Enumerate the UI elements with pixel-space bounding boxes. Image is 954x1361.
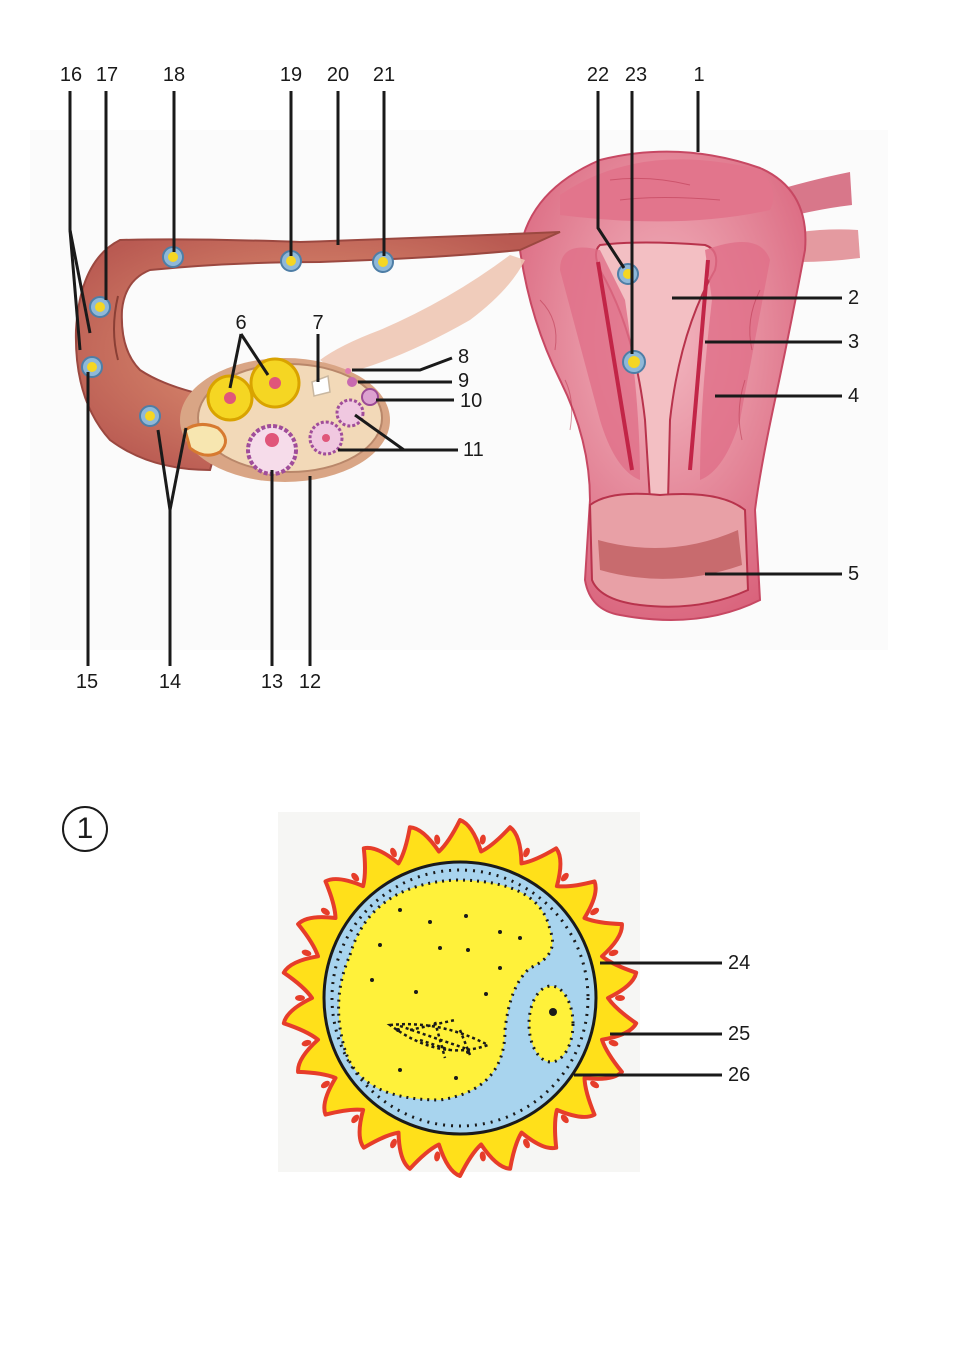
leader-lines: [68, 91, 842, 666]
corona-cell-nucleus: [590, 907, 600, 916]
label-1: 1: [693, 64, 705, 86]
corona-cells: [295, 834, 625, 1162]
corona-cell-nucleus: [434, 834, 441, 845]
corona-cell-nucleus: [608, 1039, 619, 1047]
corona-cell-nucleus: [295, 995, 305, 1001]
label-18: 18: [162, 64, 186, 86]
label-20: 20: [326, 64, 350, 86]
label-23: 23: [624, 64, 648, 86]
label-21: 21: [372, 64, 396, 86]
figure-number-marker: 1: [62, 806, 108, 852]
oocyte-leader-lines: [574, 961, 722, 1077]
label-22: 22: [586, 64, 610, 86]
corona-cell-nucleus: [351, 872, 360, 882]
label-6: 6: [235, 312, 247, 334]
label-13: 13: [260, 671, 284, 693]
corona-cell-nucleus: [479, 834, 486, 845]
label-10: 10: [460, 390, 483, 412]
label-4: 4: [848, 385, 860, 407]
label-24: 24: [728, 952, 751, 974]
label-12: 12: [298, 671, 322, 693]
corona-cell-nucleus: [523, 1138, 530, 1149]
corona-cell-nucleus: [479, 1151, 486, 1162]
corona-cell-nucleus: [320, 907, 330, 916]
corona-cell-nucleus: [560, 872, 569, 882]
oocyte-illustration: [281, 818, 639, 1178]
corona-cell-nucleus: [301, 1039, 312, 1047]
label-9: 9: [458, 370, 470, 392]
corona-cell-nucleus: [560, 1114, 569, 1124]
corona-cell-nucleus: [523, 847, 530, 858]
label-3: 3: [848, 331, 860, 353]
label-17: 17: [95, 64, 119, 86]
corona-cell-nucleus: [390, 847, 397, 858]
corona-cell-nucleus: [434, 1151, 441, 1162]
ovary: [180, 357, 390, 482]
corona-cell-nucleus: [320, 1080, 330, 1089]
label-11: 11: [463, 439, 484, 461]
corpus-luteum: [206, 357, 301, 422]
corona-cell-nucleus: [351, 1114, 360, 1124]
corona-cell-nucleus: [390, 1138, 397, 1149]
corona-cell-nucleus: [608, 949, 619, 957]
corona-cell-nucleus: [301, 949, 312, 957]
corona-cell-nucleus: [590, 1080, 600, 1089]
uterus-model: [518, 150, 860, 621]
label-25: 25: [728, 1023, 751, 1045]
label-19: 19: [279, 64, 303, 86]
corona-cell-nucleus: [615, 995, 625, 1001]
label-2: 2: [848, 287, 860, 309]
label-15: 15: [75, 671, 99, 693]
label-26: 26: [728, 1064, 751, 1086]
label-14: 14: [158, 671, 182, 693]
label-5: 5: [848, 563, 860, 585]
label-16: 16: [59, 64, 83, 86]
label-8: 8: [458, 346, 470, 368]
label-7: 7: [312, 312, 324, 334]
